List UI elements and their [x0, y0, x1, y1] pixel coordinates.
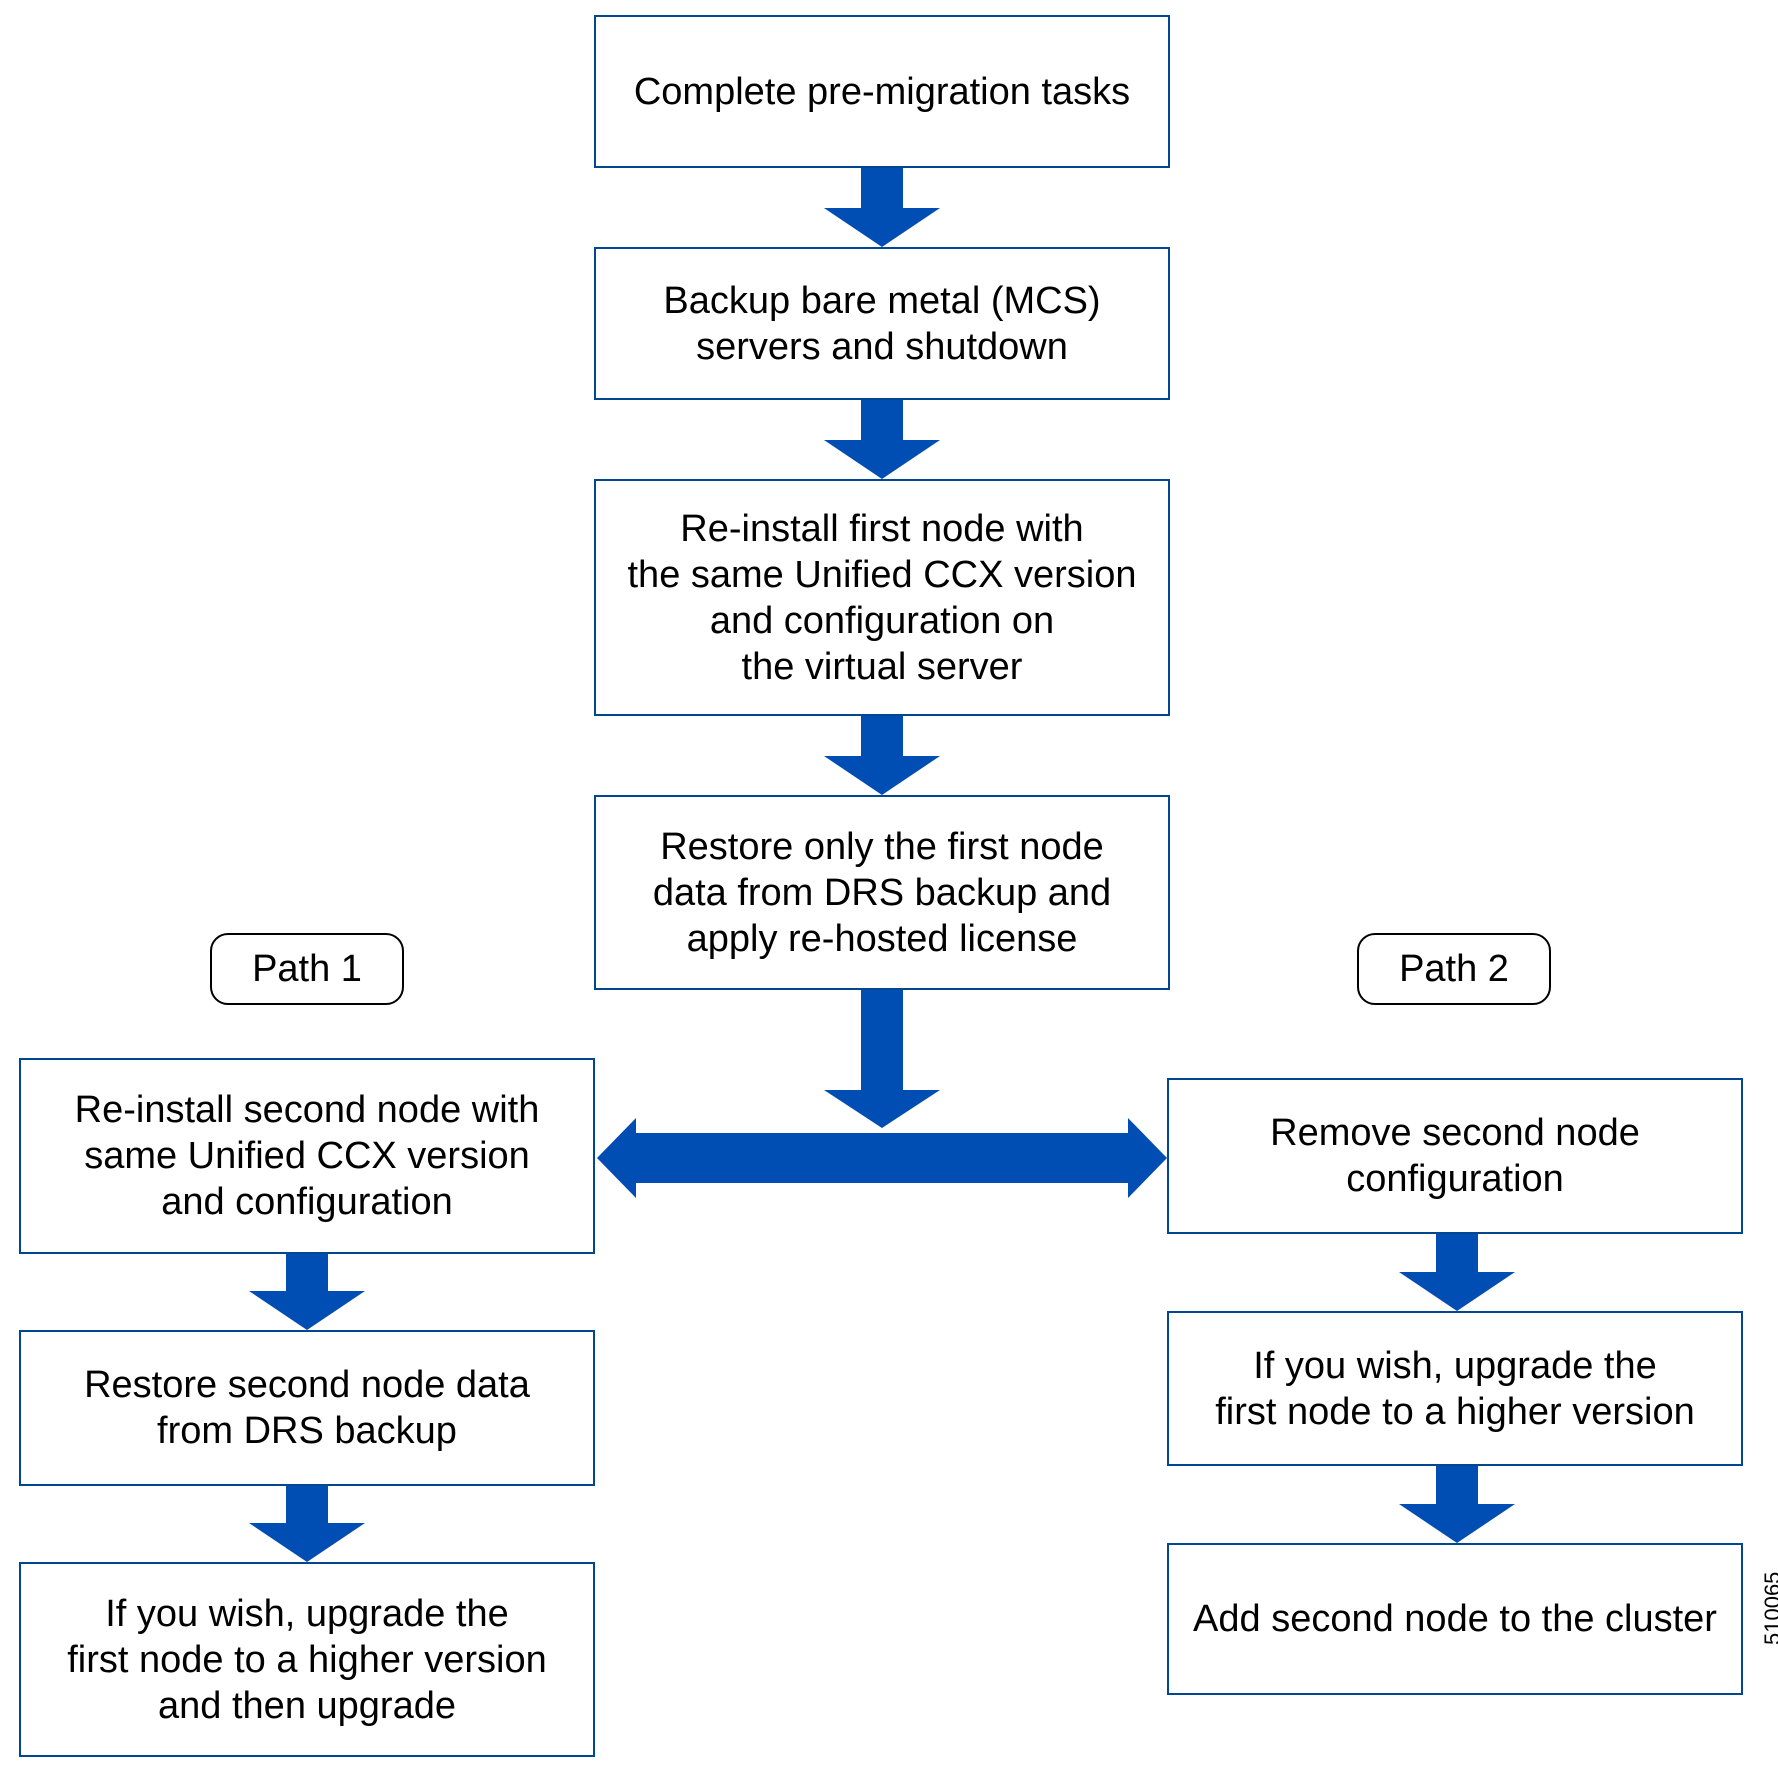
step-add-second-node: Add second node to the cluster [1167, 1543, 1743, 1695]
step-restore-first-node: Restore only the first node data from DR… [594, 795, 1170, 990]
step-reinstall-second-node: Re-install second node with same Unified… [19, 1058, 595, 1254]
step-text: Remove second node configuration [1270, 1112, 1640, 1200]
step-text: Restore second node data from DRS backup [84, 1364, 530, 1452]
step-backup-bare-metal: Backup bare metal (MCS) servers and shut… [594, 247, 1170, 400]
arrow-s1-s2 [824, 168, 940, 247]
figure-id: 510065 [1760, 1571, 1778, 1645]
arrow-s3-s4 [824, 716, 940, 795]
step-text: Add second node to the cluster [1193, 1598, 1717, 1640]
step-upgrade-then-upgrade: If you wish, upgrade the first node to a… [19, 1562, 595, 1757]
path-2-label: Path 2 [1357, 933, 1551, 1005]
step-text: Complete pre-migration tasks [633, 70, 1131, 113]
step-restore-second-node: Restore second node data from DRS backup [19, 1330, 595, 1486]
step-text: Restore only the first node data from DR… [652, 825, 1112, 960]
step-text: Re-install first node with the same Unif… [627, 507, 1137, 688]
arrow-s2-s3 [824, 400, 940, 479]
step-text: If you wish, upgrade the first node to a… [67, 1592, 547, 1727]
step-complete-pre-migration: Complete pre-migration tasks [594, 15, 1170, 168]
arrow-p2a-p2b [1399, 1234, 1515, 1311]
arrow-p2b-p2c [1399, 1466, 1515, 1543]
step-text: Re-install second node with same Unified… [74, 1089, 540, 1223]
step-optional-upgrade-first-node: If you wish, upgrade the first node to a… [1167, 1311, 1743, 1466]
arrow-p1b-p1c [249, 1486, 365, 1562]
path-label-text: Path 1 [252, 947, 362, 990]
arrow-split-both [597, 1118, 1167, 1198]
arrow-p1a-p1b [249, 1254, 365, 1330]
step-remove-second-node-config: Remove second node configuration [1167, 1078, 1743, 1234]
arrow-s4-split [824, 990, 940, 1128]
step-reinstall-first-node: Re-install first node with the same Unif… [594, 479, 1170, 716]
step-text: Backup bare metal (MCS) servers and shut… [663, 279, 1101, 368]
path-1-label: Path 1 [210, 933, 404, 1005]
path-label-text: Path 2 [1399, 947, 1509, 990]
step-text: If you wish, upgrade the first node to a… [1215, 1344, 1695, 1433]
arrow-group [249, 168, 1515, 1562]
